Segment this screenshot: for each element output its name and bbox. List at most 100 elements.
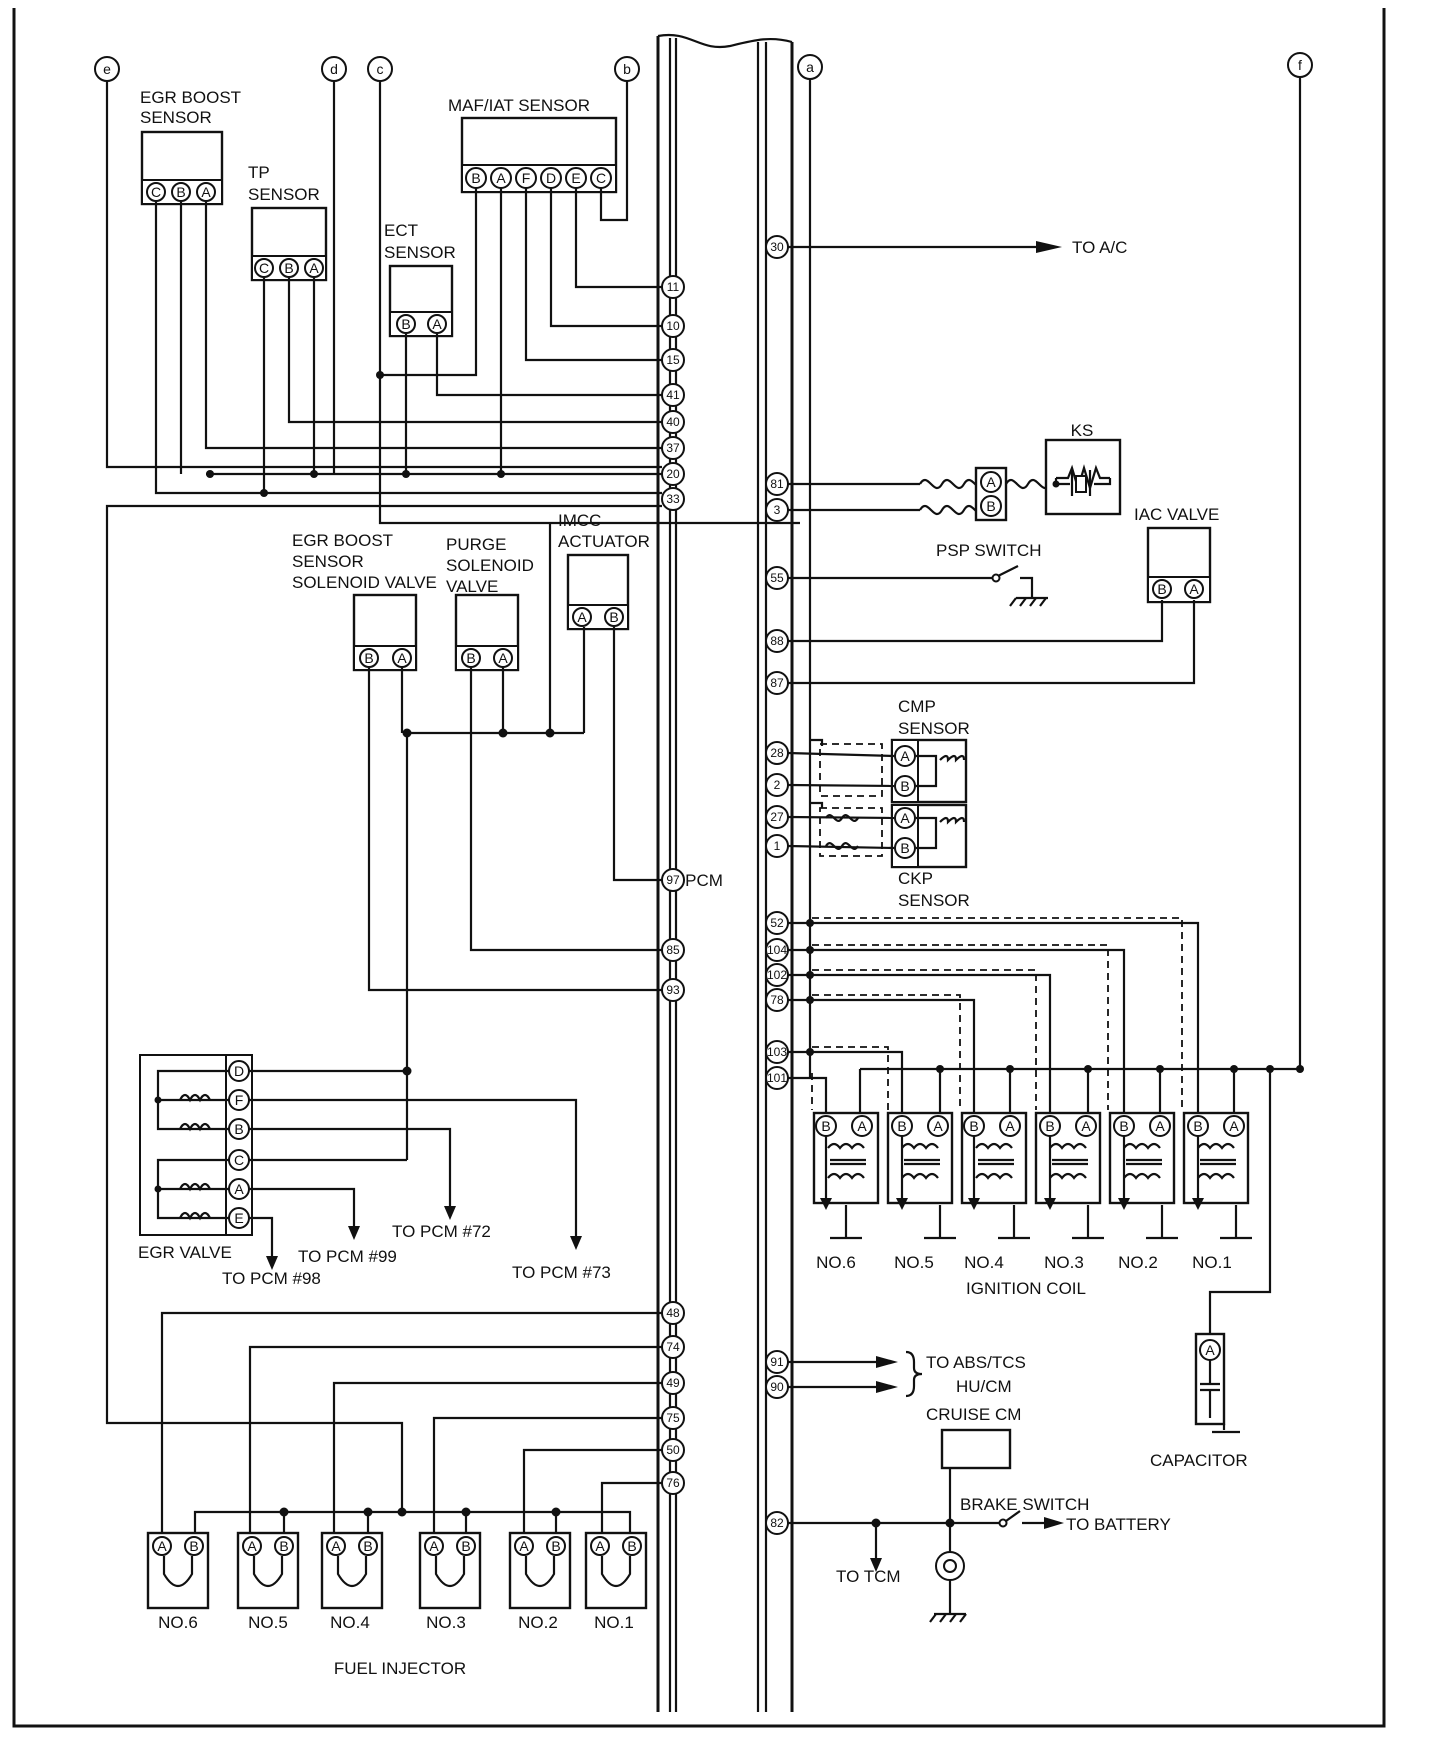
svg-text:SOLENOID VALVE: SOLENOID VALVE [292,573,437,592]
cmp-ckp-wiring [787,738,895,857]
svg-text:B: B [1193,1118,1202,1134]
fuel-injector-no2: A B NO.2 [508,1531,572,1632]
ect-pin-b: B [401,316,410,332]
pcm-pin-90: 90 [770,1380,784,1394]
egr-valve-label: EGR VALVE [138,1243,232,1262]
svg-text:BRAKE SWITCH: BRAKE SWITCH [960,1495,1089,1514]
fuel-injector-no3: A B NO.3 [418,1531,482,1632]
svg-text:CMP: CMP [898,697,936,716]
pcm-pin-30: 30 [770,240,784,254]
pcm-pin-41: 41 [666,388,680,402]
to-pcm-73: TO PCM #73 [512,1263,611,1282]
svg-text:B: B [969,1118,978,1134]
svg-text:IAC VALVE: IAC VALVE [1134,505,1219,524]
svg-text:A: A [331,1538,341,1554]
to-abs-tcs: TO ABS/TCS HU/CM [788,1350,1026,1398]
svg-text:HU/CM: HU/CM [956,1377,1012,1396]
egr-boost-pin-a: A [201,184,211,200]
svg-text:CKP: CKP [898,869,933,888]
svg-text:A: A [933,1118,943,1134]
svg-text:A: A [1205,1342,1215,1358]
injector-label-no2: NO.2 [518,1613,558,1632]
egr-boost-solenoid-valve: EGR BOOST SENSOR SOLENOID VALVE B A [292,531,437,672]
svg-text:B: B [627,1538,636,1554]
pcm-pin-3: 3 [774,503,781,517]
egr-boost-pin-c: C [151,184,161,200]
cruise-cm: CRUISE CM [926,1405,1021,1523]
pcm-pin-11: 11 [667,280,680,294]
maf-pin-c: C [596,170,606,186]
svg-text:SENSOR: SENSOR [898,891,970,910]
pcm-pin-49: 49 [666,1376,680,1390]
imcc-actuator: IMCC ACTUATOR A B [558,511,650,631]
ignition-coil-wiring [788,77,1304,1334]
pcm-pin-76: 76 [666,1476,680,1490]
pcm-pin-87: 87 [770,676,784,690]
coil-label-no6: NO.6 [816,1253,856,1272]
ignition-coil-no5: B A NO.5 [886,1111,956,1272]
pcm-pin-28: 28 [770,746,784,760]
svg-text:EGR BOOST: EGR BOOST [292,531,393,550]
injector-label-no5: NO.5 [248,1613,288,1632]
pcm-pin-74: 74 [666,1340,680,1354]
injector-label-no3: NO.3 [426,1613,466,1632]
purge-pin-a: A [498,650,508,666]
ignition-coil-label: IGNITION COIL [966,1279,1086,1298]
egr-valve: D F B C A E EGR VALVE [138,1054,253,1262]
marker-c: c [377,61,384,77]
fuel-injector-label: FUEL INJECTOR [334,1659,466,1678]
egr-sol-pin-a: A [397,650,407,666]
pcm-pin-50: 50 [666,1443,680,1457]
ks-pin-b: B [986,498,995,514]
svg-text:B: B [1119,1118,1128,1134]
maf-pin-e: E [571,170,580,186]
svg-text:A: A [157,1538,167,1554]
pcm-pin-78: 78 [770,993,784,1007]
imcc-pin-b: B [609,609,618,625]
ect-sensor: ECT SENSOR B A [384,221,456,338]
iac-valve: IAC VALVE B A [788,505,1219,685]
svg-text:EGR BOOST: EGR BOOST [140,88,241,107]
marker-e: e [103,61,111,77]
svg-text:B: B [897,1118,906,1134]
svg-text:B: B [363,1538,372,1554]
svg-text:ECT: ECT [384,221,418,240]
svg-text:B: B [1045,1118,1054,1134]
iac-pin-a: A [1189,581,1199,597]
pcm-pin-91: 91 [770,1355,784,1369]
fuel-injector-no6: A B NO.6 [146,1531,210,1632]
coil-label-no1: NO.1 [1192,1253,1232,1272]
pcm-pin-20: 20 [666,467,680,481]
to-tcm: TO TCM [836,1567,901,1586]
harness-markers: e d c b a f [94,52,1313,82]
svg-text:TO A/C: TO A/C [1072,238,1127,257]
pcm-pin-48: 48 [666,1306,680,1320]
svg-text:B: B [279,1538,288,1554]
maf-pin-a: A [496,170,506,186]
pcm-pin-40: 40 [666,415,680,429]
knock-sensor: A B KS [788,421,1122,522]
egr-pin-f: F [235,1092,244,1108]
to-pcm-99: TO PCM #99 [298,1247,397,1266]
svg-text:SENSOR: SENSOR [898,719,970,738]
pcm-label: PCM [685,871,723,890]
ckp-pin-a: A [900,810,910,826]
svg-text:VALVE: VALVE [446,577,498,596]
egr-pin-b: B [234,1121,243,1137]
psp-switch: PSP SWITCH [788,541,1048,607]
pcm-pin-85: 85 [666,943,680,957]
purge-solenoid-valve: PURGE SOLENOID VALVE B A [446,535,534,672]
svg-text:B: B [821,1118,830,1134]
cmp-sensor: CMP SENSOR A B [890,697,970,804]
pcm-pin-102: 102 [767,968,787,982]
svg-text:SENSOR: SENSOR [140,108,212,127]
brake-switch: BRAKE SWITCH TO BATTERY TO TCM [788,1495,1171,1623]
svg-text:SENSOR: SENSOR [384,243,456,262]
pcm-pin-52: 52 [770,916,784,930]
pcm-pin-33: 33 [666,492,680,506]
svg-text:A: A [1005,1118,1015,1134]
coil-label-no5: NO.5 [894,1253,934,1272]
cmp-pin-a: A [900,748,910,764]
ignition-coil-no3: B A NO.3 [1034,1111,1104,1272]
